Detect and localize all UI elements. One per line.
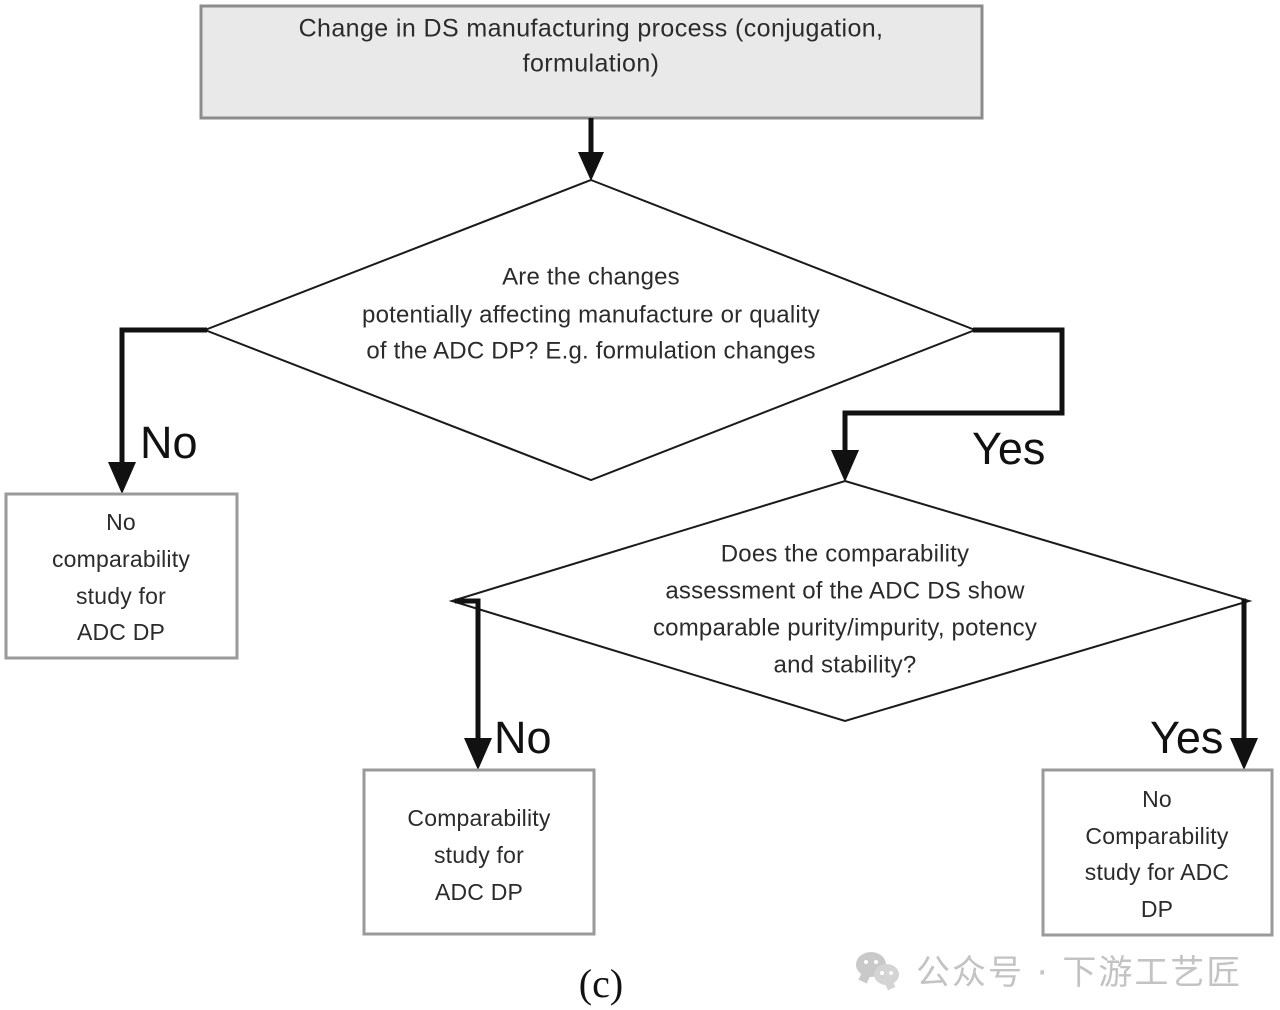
decision-comparability-assessment: Does the comparability assessment of the… [448, 479, 1253, 723]
edge-decision2-no: No [455, 598, 552, 770]
decision-comparability-assessment-shape [448, 479, 1253, 723]
start-node-shape [199, 4, 984, 120]
edge-start-to-decision1 [578, 118, 604, 181]
outcome-no-comparability-study-right-line-4: DP [1141, 896, 1173, 922]
outcome-comparability-study-shape [362, 768, 596, 936]
start-node: Change in DS manufacturing process (conj… [199, 4, 984, 120]
outcome-no-comparability-study-right-line-2: Comparability [1085, 823, 1229, 849]
edge-decision2-yes-label: Yes [1150, 712, 1223, 763]
edge-decision2-yes: Yes [1150, 598, 1258, 770]
outcome-no-comparability-study: No comparability study for ADC DP [4, 492, 239, 660]
outcome-comparability-study-line-2: study for [434, 842, 524, 868]
edge-decision1-yes-label: Yes [972, 423, 1045, 474]
edge-decision2-no-arrowhead [464, 738, 492, 770]
wechat-icon [856, 951, 902, 988]
start-node-line-1: Change in DS manufacturing process (conj… [299, 15, 884, 43]
edge-decision1-no: No [108, 327, 207, 494]
decision-comparability-assessment-line-4: and stability? [774, 651, 917, 678]
outcome-comparability-study-line-1: Comparability [407, 805, 551, 831]
outcome-no-comparability-study-line-3: study for [76, 583, 166, 609]
decision-adc-dp-quality-line-1: Are the changes [502, 263, 680, 290]
decision-adc-dp-quality-shape [202, 178, 978, 482]
edge-decision1-no-line [119, 327, 207, 470]
decision-adc-dp-quality: Are the changes potentially affecting ma… [202, 178, 978, 482]
outcome-comparability-study-line-3: ADC DP [435, 879, 523, 905]
edge-decision2-no-label: No [494, 712, 552, 763]
figure-caption: (c) [579, 961, 623, 1006]
outcome-no-comparability-study-line-4: ADC DP [77, 619, 165, 645]
outcome-no-comparability-study-line-2: comparability [52, 546, 190, 572]
edge-decision2-yes-arrowhead [1230, 738, 1258, 770]
watermark-text: 公众号 · 下游工艺匠 [916, 953, 1243, 993]
outcome-no-comparability-study-right-line-3: study for ADC [1085, 859, 1230, 885]
outcome-comparability-study: Comparability study for ADC DP [362, 768, 596, 936]
decision-comparability-assessment-line-3: comparable purity/impurity, potency [653, 614, 1037, 641]
outcome-no-comparability-study-right: No Comparability study for ADC DP [1041, 768, 1274, 937]
outcome-no-comparability-study-right-shape [1041, 768, 1274, 937]
edge-decision1-no-arrowhead [108, 462, 136, 494]
edge-decision1-yes-line [842, 327, 1065, 452]
decision-adc-dp-quality-line-2: potentially affecting manufacture or qua… [362, 301, 820, 328]
start-node-line-2: formulation) [523, 50, 660, 78]
decision-comparability-assessment-line-1: Does the comparability [721, 540, 970, 567]
watermark: 公众号 · 下游工艺匠 [856, 945, 1242, 994]
edge-decision2-yes-line [1241, 598, 1247, 745]
edge-decision1-no-label: No [140, 417, 198, 468]
outcome-no-comparability-study-shape [4, 492, 239, 660]
outcome-no-comparability-study-line-1: No [106, 509, 136, 535]
decision-comparability-assessment-line-2: assessment of the ADC DS show [665, 577, 1025, 604]
outcome-no-comparability-study-right-line-1: No [1142, 786, 1172, 812]
edge-decision1-yes: Yes [831, 327, 1065, 482]
edge-start-to-decision1-arrowhead [578, 152, 604, 181]
decision-adc-dp-quality-line-3: of the ADC DP? E.g. formulation changes [366, 337, 815, 364]
edge-decision2-no-line [455, 598, 481, 745]
edge-decision1-yes-arrowhead [831, 450, 859, 482]
